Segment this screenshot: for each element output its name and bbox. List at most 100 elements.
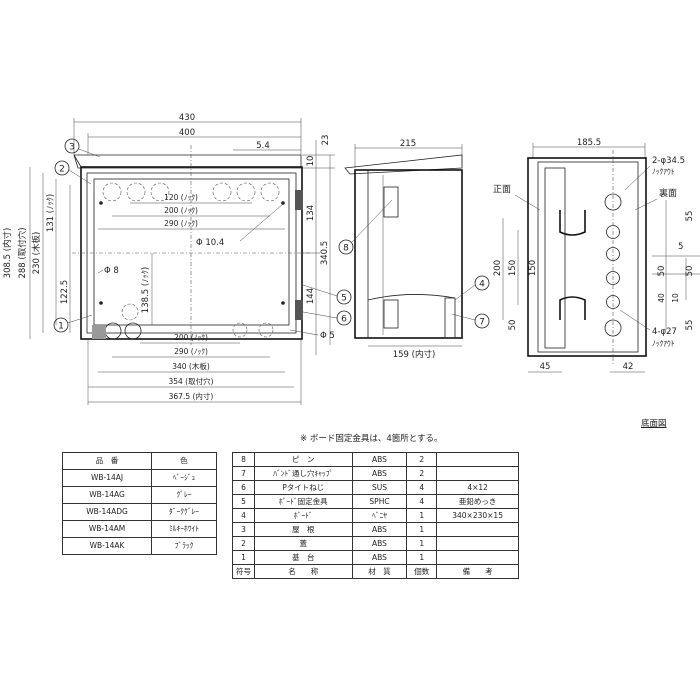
parts-cell: ﾎﾞｰﾄﾞ <box>253 508 353 523</box>
table-row: WB-14AK ﾌﾞﾗｯｸ <box>61 537 217 555</box>
dim-50-left: 50 <box>508 320 518 331</box>
bottom-slot-top <box>559 210 586 236</box>
parts-cell: 4×12 <box>436 480 519 495</box>
side-view: 215 159 (内寸) 8 4 7 <box>338 139 490 360</box>
callout-1: 1 <box>53 314 93 333</box>
parts-cell: 1 <box>406 508 438 523</box>
dim-phi-10-4: Φ 10.4 <box>196 238 224 248</box>
dim-120: 120 (ﾉｯｸ) <box>164 193 198 202</box>
bottom-slot-bottom <box>559 296 586 320</box>
parts-cell <box>436 536 519 551</box>
svg-text:7: 7 <box>479 318 485 328</box>
color-cell: ｸﾞﾚｰ <box>151 486 217 504</box>
dim-131: 131 (ﾉｯｸ) <box>46 194 56 232</box>
parts-cell: 基 台 <box>253 550 353 565</box>
side-body <box>354 169 463 339</box>
dim-150-left-a: 150 <box>508 260 518 276</box>
parts-cell: 2 <box>232 536 255 551</box>
dim-290-top: 290 (ﾉｯｸ) <box>164 219 198 228</box>
dim-150-left-b: 150 <box>528 260 538 276</box>
bottom-outer <box>527 157 647 357</box>
dim-354: 354 (取付穴) <box>168 376 213 386</box>
parts-cell: 4 <box>232 508 255 523</box>
color-table: 品 番 色 WB-14AJ ﾍﾞｰｼﾞｭ WB-14AG ｸﾞﾚｰ WB-14A… <box>61 452 217 555</box>
table-row: 品 番 色 <box>61 452 217 470</box>
table-row: WB-14AJ ﾍﾞｰｼﾞｭ <box>61 469 217 487</box>
parts-cell: ﾊﾞﾝﾄﾞ通し穴ｷｬｯﾌﾟ <box>253 466 353 481</box>
parts-cell: ABS <box>351 452 408 467</box>
parts-cell: ABS <box>351 550 408 565</box>
side-board <box>444 297 456 339</box>
parts-cell: 4 <box>406 480 438 495</box>
dim-50-right-inner: 50 <box>657 266 667 277</box>
parts-cell: 1 <box>232 550 255 565</box>
dim-4-phi-27: 4-φ27 <box>652 327 677 337</box>
dim-367-5: 367.5 (内寸) <box>169 391 214 401</box>
parts-cell <box>436 452 519 467</box>
parts-header: 符号 <box>232 564 255 579</box>
svg-text:4: 4 <box>479 280 485 290</box>
dim-288: 288 (取付穴) <box>17 227 28 278</box>
front-view: 430 400 5.4 120 (ﾉｯｸ) 200 (ﾉｯｸ) 290 (ﾉｯｸ… <box>2 113 352 405</box>
callout-4: 4 <box>454 275 490 301</box>
callout-6: 6 <box>302 310 352 326</box>
parts-cell: 1 <box>406 536 438 551</box>
dim-5: 5 <box>678 242 683 252</box>
parts-cell: ABS <box>351 522 408 537</box>
parts-cell: ピ ン <box>253 452 353 467</box>
parts-cell: 7 <box>232 466 255 481</box>
parts-cell: 2 <box>406 466 438 481</box>
callout-5: 5 <box>302 284 352 305</box>
side-roof <box>344 154 463 175</box>
dim-55-bottom: 55 <box>685 320 695 331</box>
parts-cell: 1 <box>406 522 438 537</box>
dim-45: 45 <box>540 362 551 372</box>
dim-200-bottom: 200 (ﾉｯｸ) <box>174 333 208 342</box>
dim-10-right: 10 <box>671 293 680 303</box>
parts-cell: 6 <box>232 480 255 495</box>
parts-header: 材 質 <box>351 564 408 579</box>
parts-cell: ABS <box>351 466 408 481</box>
dim-knockout-top: ﾉｯｸｱｳﾄ <box>652 167 675 176</box>
parts-cell: 1 <box>406 550 438 565</box>
parts-cell: 8 <box>232 452 255 467</box>
svg-text:3: 3 <box>69 143 75 153</box>
callout-7: 7 <box>451 313 490 329</box>
hinge-top <box>295 190 303 210</box>
color-cell: WB-14AK <box>61 537 153 555</box>
table-row: 符号名 称材 質個数備 考 <box>232 564 519 579</box>
parts-cell: 5 <box>232 494 255 509</box>
parts-cell: SPHC <box>351 494 408 509</box>
color-cell: WB-14AG <box>61 486 153 504</box>
callout-2: 2 <box>54 160 92 185</box>
table-row: WB-14AG ｸﾞﾚｰ <box>61 486 217 504</box>
parts-cell: 4 <box>406 494 438 509</box>
table-row: WB-14AM ﾐﾙｷｰﾎﾜｲﾄ <box>61 520 217 538</box>
dim-230: 230 (木板) <box>31 232 42 275</box>
hinge-bottom <box>295 300 303 320</box>
dim-159: 159 (内寸) <box>393 349 436 360</box>
parts-cell: 蓋 <box>253 536 353 551</box>
dim-2-phi-34-5: 2-φ34.5 <box>652 156 685 166</box>
dim-138-5: 138.5 (ﾉｯｸ) <box>141 267 151 313</box>
dim-42: 42 <box>623 362 634 372</box>
parts-cell: 屋 根 <box>253 522 353 537</box>
parts-cell: 3 <box>232 522 255 537</box>
color-header-part: 品 番 <box>61 452 153 470</box>
parts-header: 個数 <box>406 564 438 579</box>
parts-cell <box>436 550 519 565</box>
bottom-inner <box>537 161 639 353</box>
dim-340: 340 (木板) <box>172 361 210 371</box>
label-back: 裏面 <box>659 187 677 199</box>
svg-text:5: 5 <box>341 294 347 304</box>
dim-185-5: 185.5 <box>577 138 601 148</box>
bottom-view-title: 底面図 <box>641 419 667 429</box>
dim-340-5: 340.5 <box>320 241 330 265</box>
dim-40: 40 <box>657 293 666 303</box>
front-roof <box>73 154 302 169</box>
